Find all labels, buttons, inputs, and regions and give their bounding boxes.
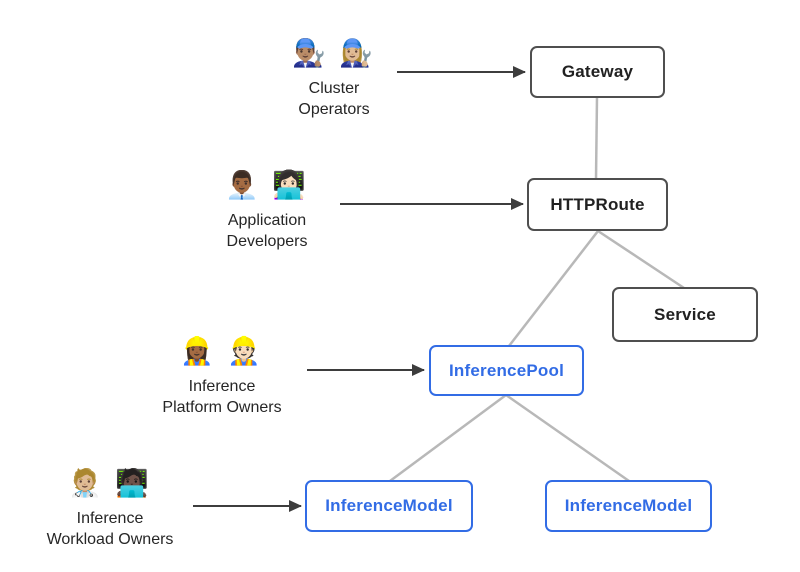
persona-inference-platform-owners: 👷🏾‍♀️ 👷🏻 Inference Platform Owners bbox=[142, 329, 302, 418]
cluster-operators-label-line2: Operators bbox=[298, 101, 370, 118]
edge-inferencepool-inferencemodel-right bbox=[505, 393, 630, 483]
gateway-node-label: Gateway bbox=[561, 62, 634, 81]
inference-platform-owners-label-line1: Inference bbox=[188, 378, 256, 395]
edge-gateway-httproute bbox=[594, 96, 599, 180]
cluster-operators-label-line1: Cluster bbox=[308, 80, 360, 97]
application-developers-label-line1: Application bbox=[227, 212, 307, 229]
persona-application-developers: 👨🏾‍💼 👩🏻‍💻 Application Developers bbox=[202, 163, 332, 252]
persona-cluster-operators: 👨🏽‍🔧 👩🏼‍🔧 Cluster Operators bbox=[269, 31, 399, 120]
inference-workload-owners-label-line1: Inference bbox=[76, 510, 144, 527]
httproute-node-label: HTTPRoute bbox=[550, 194, 645, 214]
edge-httproute-inferencepool bbox=[508, 230, 599, 347]
inferencepool-node: InferencePool bbox=[429, 345, 584, 396]
inference-platform-owners-label-line2: Platform Owners bbox=[162, 399, 282, 416]
inferencemodel-node-left: InferenceModel bbox=[305, 480, 473, 532]
cluster-operators-emoji: 👨🏽‍🔧 👩🏼‍🔧 bbox=[292, 38, 376, 68]
gateway-node: Gateway bbox=[530, 46, 665, 98]
inferencemodel-node-right: InferenceModel bbox=[545, 480, 712, 532]
persona-inference-workload-owners: 🧑🏼‍⚕️ 🧑🏿‍💻 Inference Workload Owners bbox=[30, 461, 190, 550]
edge-inferencepool-inferencemodel-left bbox=[389, 393, 507, 483]
inference-workload-owners-label-line2: Workload Owners bbox=[46, 531, 174, 548]
inferencemodel-node-left-label: InferenceModel bbox=[325, 496, 453, 515]
inference-workload-owners-emoji: 🧑🏼‍⚕️ 🧑🏿‍💻 bbox=[68, 468, 152, 498]
inferencepool-node-label: InferencePool bbox=[448, 360, 565, 380]
service-node-label: Service bbox=[654, 304, 716, 324]
application-developers-label-line2: Developers bbox=[226, 233, 308, 250]
service-node: Service bbox=[612, 287, 758, 342]
inference-platform-owners-emoji: 👷🏾‍♀️ 👷🏻 bbox=[180, 336, 264, 366]
inferencemodel-node-right-label: InferenceModel bbox=[564, 496, 693, 515]
httproute-node: HTTPRoute bbox=[527, 178, 668, 231]
edge-httproute-service bbox=[597, 229, 685, 290]
application-developers-emoji: 👨🏾‍💼 👩🏻‍💻 bbox=[225, 170, 309, 200]
